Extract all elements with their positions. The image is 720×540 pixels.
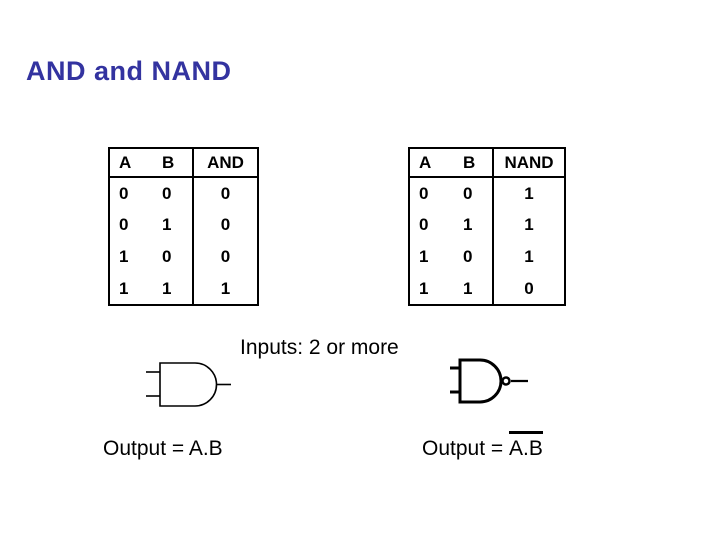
table-row: 0 1 1 [409, 209, 565, 241]
table-cell: 1 [492, 177, 565, 209]
and-truth-table: A B AND 0 0 0 0 1 0 1 0 0 1 1 [108, 147, 259, 306]
table-cell: 1 [162, 278, 172, 298]
nand-output-formula-overlined: A.B [508, 431, 543, 459]
nand-table-header-row: A B NAND [409, 148, 565, 178]
inputs-note: Inputs: 2 or more [240, 336, 399, 359]
table-cell: 0 [162, 183, 172, 203]
nand-truth-table: A B NAND 0 0 1 0 1 1 1 0 1 1 1 [408, 147, 566, 306]
table-cell: 1 [492, 209, 565, 241]
table-cell: 0 [492, 273, 565, 305]
and-table-header-out: AND [192, 148, 258, 178]
and-output-formula: A.B [188, 437, 223, 460]
table-cell: 0 [463, 183, 473, 203]
table-cell: 0 [419, 215, 429, 234]
table-cell: 0 [192, 177, 258, 209]
table-cell: 0 [162, 247, 172, 266]
table-cell: 1 [492, 241, 565, 273]
table-row: 0 0 0 [109, 177, 258, 209]
table-cell: 0 [192, 209, 258, 241]
and-output-prefix: Output = [103, 437, 189, 460]
table-cell: 0 [419, 183, 429, 203]
table-row: 1 1 1 [109, 273, 258, 305]
table-cell: 0 [463, 247, 473, 266]
table-cell: 1 [419, 278, 429, 298]
and-table-header-b: B [155, 148, 193, 178]
table-cell: 1 [419, 247, 429, 266]
page-title: AND and NAND [26, 56, 232, 86]
table-row: 0 0 1 [409, 177, 565, 209]
table-cell: 0 [119, 215, 129, 234]
table-row: 1 0 1 [409, 241, 565, 273]
and-table-header-row: A B AND [109, 148, 258, 178]
table-cell: 1 [463, 215, 473, 234]
and-output-label: Output = A.B [103, 437, 223, 461]
table-cell: 1 [119, 247, 129, 266]
and-gate-icon [146, 362, 231, 407]
table-cell: 1 [162, 215, 172, 234]
table-row: 0 1 0 [109, 209, 258, 241]
nand-table-header-a: A [409, 148, 456, 178]
nand-output-prefix: Output = [422, 437, 509, 460]
table-cell: 1 [463, 278, 473, 298]
nand-gate-icon [450, 358, 528, 404]
nand-table-header-out: NAND [492, 148, 565, 178]
nand-output-label: Output = A.B [422, 431, 543, 461]
nand-table-header-b: B [456, 148, 493, 178]
table-row: 1 0 0 [109, 241, 258, 273]
table-cell: 0 [192, 241, 258, 273]
table-row: 1 1 0 [409, 273, 565, 305]
table-cell: 1 [192, 273, 258, 305]
and-table-header-a: A [109, 148, 155, 178]
table-cell: 0 [119, 183, 129, 203]
table-cell: 1 [119, 278, 129, 298]
